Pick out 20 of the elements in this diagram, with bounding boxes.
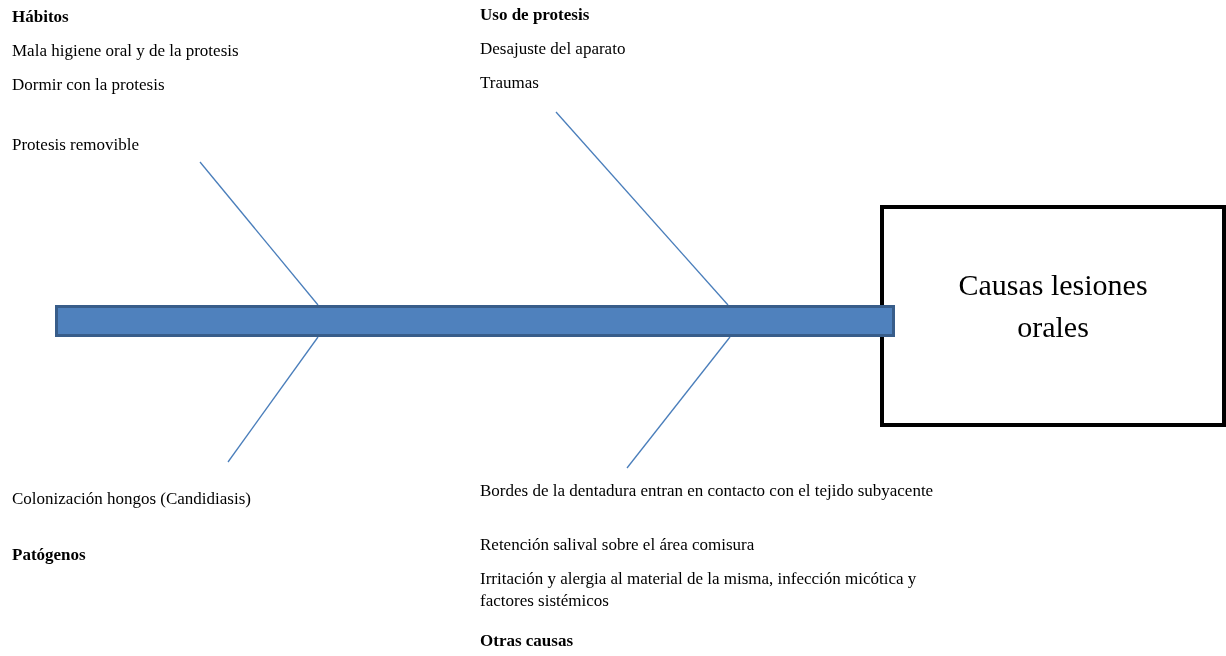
- bone-line: [199, 161, 319, 306]
- category-heading: Otras causas: [480, 630, 574, 652]
- cause-text: Colonización hongos (Candidiasis): [12, 488, 251, 510]
- bone-line: [626, 336, 731, 469]
- bone-line: [227, 336, 319, 463]
- head-title: Causas lesiones orales: [957, 267, 1149, 345]
- category-heading: Patógenos: [12, 544, 86, 566]
- cause-text: Retención salival sobre el área comisura: [480, 534, 755, 556]
- cause-text: Traumas: [480, 72, 539, 94]
- head-box: [880, 205, 1226, 427]
- bone-line: [555, 111, 729, 306]
- category-heading: Uso de protesis: [480, 4, 590, 26]
- category-heading: Hábitos: [12, 6, 69, 28]
- fish-spine: [55, 305, 895, 337]
- cause-text: Desajuste del aparato: [480, 38, 626, 60]
- cause-text: Bordes de la dentadura entran en contacto con el tejido subyacente: [480, 480, 934, 502]
- cause-text: Protesis removible: [12, 134, 139, 156]
- cause-text: Irritación y alergia al material de la misma, infección micótica y factores sistémicos: [480, 568, 918, 612]
- cause-text: Dormir con la protesis: [12, 74, 165, 96]
- cause-text: Mala higiene oral y de la protesis: [12, 40, 239, 62]
